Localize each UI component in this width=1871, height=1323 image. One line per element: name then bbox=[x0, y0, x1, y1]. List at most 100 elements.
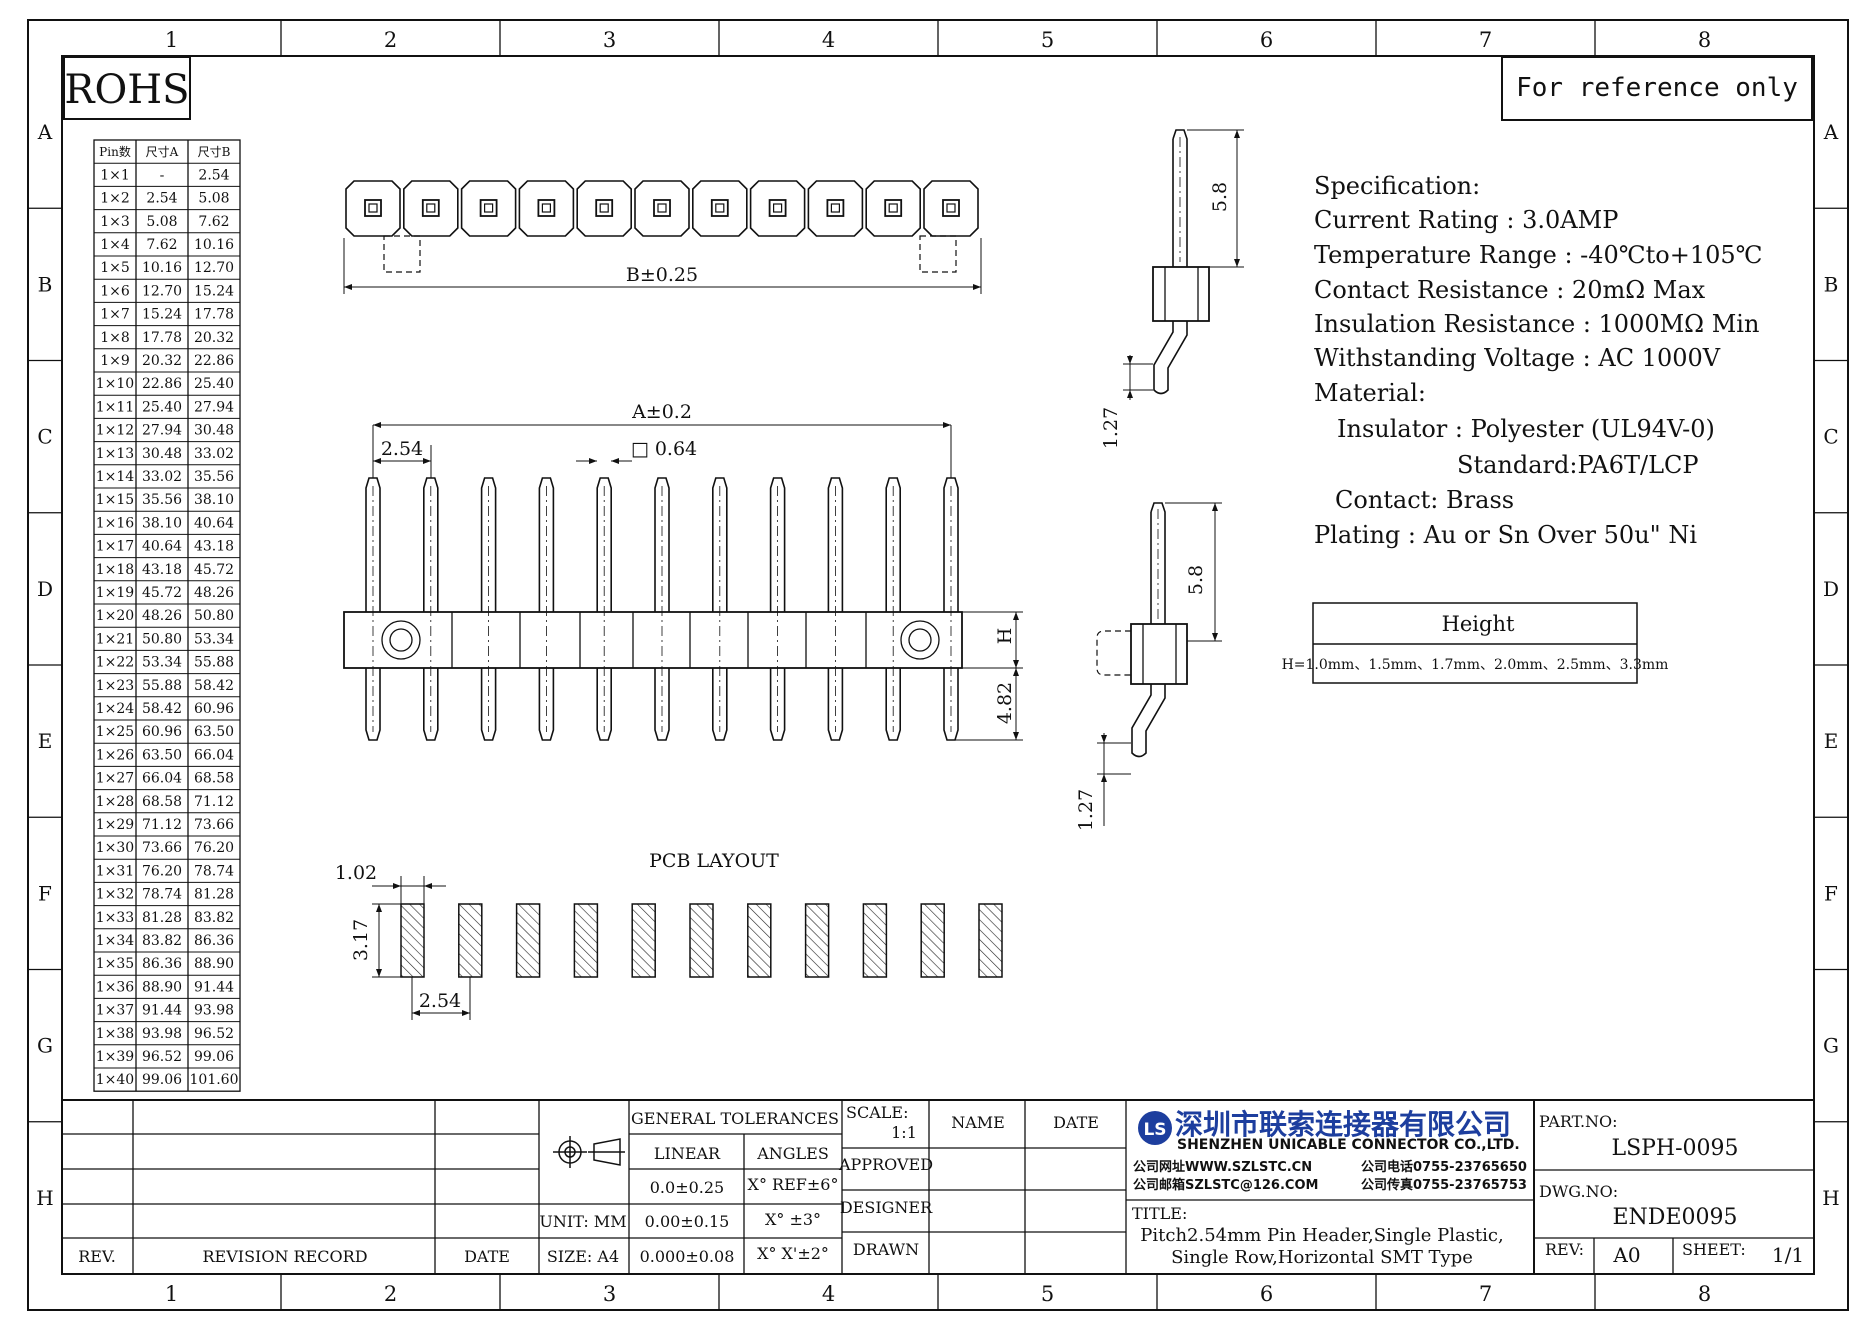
side-pin-top bbox=[1172, 129, 1188, 267]
pin-table-cell: 93.98 bbox=[194, 1003, 234, 1019]
pin-upper bbox=[654, 477, 670, 612]
company-web: 公司网址WWW.SZLSTC.CN bbox=[1133, 1159, 1312, 1175]
pin-table-cell: 12.70 bbox=[194, 260, 234, 276]
frame-row-label-left: E bbox=[38, 729, 53, 753]
tb-rev-label: REV: bbox=[1545, 1240, 1584, 1259]
dimension-arrow bbox=[1013, 612, 1019, 620]
pin-table-cell: 1×40 bbox=[96, 1072, 134, 1088]
pin-lower bbox=[480, 668, 497, 741]
spec-line-insulator: Insulator : Polyester (UL94V-0) bbox=[1337, 415, 1715, 443]
frame-column-label-top: 8 bbox=[1698, 28, 1711, 52]
dimension-arrow bbox=[1127, 390, 1133, 398]
dim-pcb-width: 1.02 bbox=[335, 862, 377, 884]
pin-square-outer bbox=[768, 199, 787, 217]
pin-upper bbox=[480, 477, 497, 612]
tb-angle-3: X° X'±2° bbox=[757, 1244, 829, 1263]
header-cell-outline bbox=[402, 180, 459, 237]
frame-row-label-left: D bbox=[37, 577, 53, 601]
dim-h: H bbox=[994, 628, 1016, 645]
pin-table-cell: 17.78 bbox=[194, 307, 234, 323]
pin-square-outer bbox=[884, 199, 903, 217]
side-pin-top bbox=[1150, 502, 1166, 624]
pin-table-cell: 58.42 bbox=[194, 678, 234, 694]
frame-column-label-top: 4 bbox=[822, 28, 835, 52]
tb-name: NAME bbox=[951, 1113, 1005, 1132]
pin-table-cell: 27.94 bbox=[142, 423, 182, 439]
boss-circle-outer bbox=[900, 620, 940, 660]
frame-column-label-bottom: 7 bbox=[1479, 1282, 1492, 1306]
pin-table-cell: 78.74 bbox=[142, 887, 182, 903]
tb-title-line2: Single Row,Horizontal SMT Type bbox=[1171, 1247, 1473, 1268]
tb-drawn: DRAWN bbox=[853, 1240, 919, 1259]
tb-revision-record: REVISION RECORD bbox=[202, 1247, 367, 1266]
dimension-arrow bbox=[589, 458, 597, 464]
pin-table-cell: 35.56 bbox=[142, 492, 182, 508]
pin-table-cell: 83.82 bbox=[142, 933, 182, 949]
pin-table-cell: 33.02 bbox=[142, 469, 182, 485]
pin-table-cell: 1×27 bbox=[96, 771, 134, 787]
pin-table-cell: 22.86 bbox=[142, 376, 182, 392]
pin-table-cell: 66.04 bbox=[194, 747, 234, 763]
pcb-layout-title: PCB LAYOUT bbox=[649, 850, 779, 872]
pin-table-cell: 63.50 bbox=[142, 747, 182, 763]
pin-table-cell: 1×22 bbox=[96, 655, 134, 671]
header-cell-outline bbox=[691, 180, 748, 237]
pcb-pad bbox=[920, 903, 945, 978]
dim-a-tolerance: A±0.2 bbox=[631, 401, 692, 423]
dimension-arrow bbox=[1127, 356, 1133, 364]
header-cell-outline bbox=[865, 180, 922, 237]
tb-sheet-label: SHEET: bbox=[1682, 1240, 1746, 1259]
boss-circle-inner bbox=[908, 628, 932, 652]
side-pin-bent-tail bbox=[1131, 684, 1166, 758]
pin-upper bbox=[712, 477, 728, 612]
pcb-pad bbox=[689, 903, 714, 978]
pin-table-cell: 99.06 bbox=[194, 1049, 234, 1065]
dimension-arrow bbox=[344, 284, 352, 290]
pin-table-cell: 1×33 bbox=[96, 910, 134, 926]
tb-general-tolerances: GENERAL TOLERANCES bbox=[631, 1109, 839, 1128]
pin-table-cell: 30.48 bbox=[194, 423, 234, 439]
height-title: Height bbox=[1442, 612, 1515, 636]
tb-angle-1: X° REF±6° bbox=[748, 1175, 839, 1194]
pin-table-cell: 76.20 bbox=[194, 840, 234, 856]
pin-table-cell: 15.24 bbox=[142, 307, 182, 323]
pin-lower bbox=[596, 668, 612, 741]
title-block-grid bbox=[61, 1099, 1814, 1274]
rohs-label: ROHS bbox=[64, 67, 189, 113]
dimension-arrow bbox=[376, 904, 382, 912]
pin-lower bbox=[885, 668, 901, 741]
pin-table-cell: 1×30 bbox=[96, 840, 134, 856]
side-pin-bent-tail bbox=[1153, 321, 1188, 395]
frame-column-label-bottom: 8 bbox=[1698, 1282, 1711, 1306]
pin-table-cell: 68.58 bbox=[194, 771, 234, 787]
pin-upper bbox=[538, 477, 555, 612]
dimension-arrow bbox=[373, 422, 381, 428]
pin-lower bbox=[538, 668, 555, 741]
spec-line-plating: Plating : Au or Sn Over 50u" Ni bbox=[1314, 521, 1697, 549]
pin-table-cell: 7.62 bbox=[198, 214, 229, 230]
pin-square-outer bbox=[595, 199, 614, 217]
pin-table-cell: 12.70 bbox=[142, 283, 182, 299]
pin-table-cell: 30.48 bbox=[142, 446, 182, 462]
side-peg-hidden bbox=[1096, 630, 1131, 676]
pin-table-cell: 38.10 bbox=[142, 515, 182, 531]
pin-table-cell: 73.66 bbox=[142, 840, 182, 856]
front-view-drawing bbox=[343, 422, 1023, 741]
pin-table-cell: 99.06 bbox=[142, 1072, 182, 1088]
